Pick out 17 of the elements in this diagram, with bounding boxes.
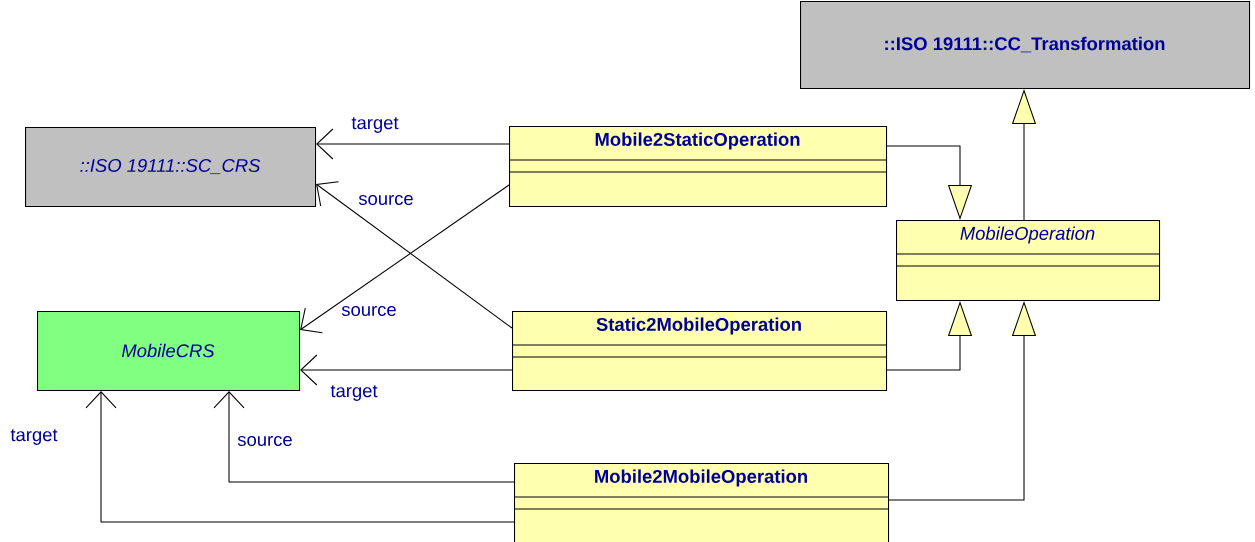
edge-label: source xyxy=(356,193,416,207)
class-box: Static2MobileOperation xyxy=(511,311,888,392)
edge-label: target xyxy=(8,427,60,447)
class-box: MobileOperation xyxy=(895,220,1161,302)
class-box: Mobile2MobileOperation xyxy=(513,463,890,542)
class-box: ::ISO 19111::CC_Transformation xyxy=(800,1,1251,90)
association-arrow xyxy=(316,128,510,160)
edge-label: source xyxy=(235,434,295,448)
association-arrow xyxy=(85,391,515,523)
class-box: Mobile2StaticOperation xyxy=(508,126,888,208)
association-arrow xyxy=(300,354,513,386)
edge-label: target xyxy=(349,115,401,135)
edge-label: source xyxy=(339,304,399,318)
edge-label: target xyxy=(328,383,380,403)
association-arrow xyxy=(213,391,515,483)
class-box: MobileCRS xyxy=(37,311,301,392)
class-box: ::ISO 19111::SC_CRS xyxy=(25,127,317,208)
